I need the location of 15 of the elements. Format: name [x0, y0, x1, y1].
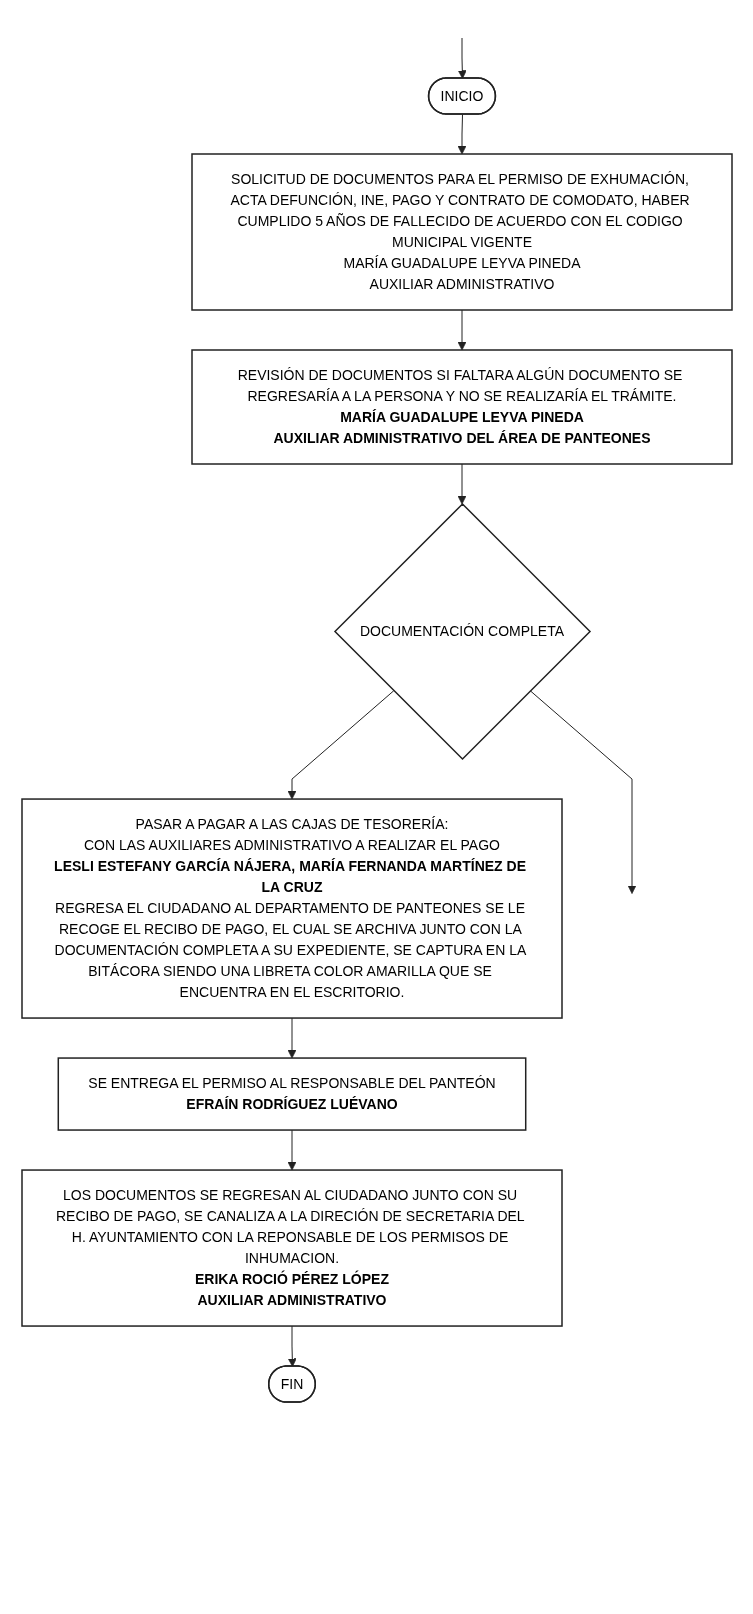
arrow [287, 1325, 297, 1367]
arrow [457, 114, 466, 155]
arrow [457, 37, 467, 79]
node-diamond: DOCUMENTACIÓN COMPLETA [333, 502, 591, 761]
node-box: SOLICITUD DE DOCUMENTOS PARA EL PERMISO DE EXHUMACIÓN, ACTA DEFUNCIÓN, INE, PAGO Y CONTRATO DE COMODATO, HABER CUMPLIDO 5 AÑOS DE FALLECIDO DE ACUERDO CON EL CODIGO MUNICIPAL VIGENTE MARÍA GUADALUPE LEYVA PINEDA AUXILIAR ADMINISTRATIVO [190, 153, 733, 311]
arrow [457, 309, 466, 351]
arrow [287, 690, 394, 800]
arrow [287, 1129, 296, 1171]
node-box: LOS DOCUMENTOS SE REGRESAN AL CIUDADANO JUNTO CON SU RECIBO DE PAGO, SE CANALIZA A LA DIRECIÓN DE SECRETARIA DEL H. AYUNTAMIENTO CON LA REPONSABLE DE LOS PERMISOS DE INHUMACION. ERIKA ROCIÓ PÉREZ LÓPEZ AUXILIAR ADMINISTRATIVO [20, 1169, 563, 1327]
arrow [529, 690, 636, 894]
node-box: PASAR A PAGAR A LAS CAJAS DE TESORERÍA: CON LAS AUXILIARES ADMINISTRATIVO A REALIZAR EL PAGO LESLI ESTEFANY GARCÍA NÁJERA, MARÍA FERNANDA MARTÍNEZ DE LA CRUZ REGRESA EL CIUDADANO AL DEPARTAMENTO DE PANTEONES SE LE RECOGE EL RECIBO DE PAGO, EL CUAL SE ARCHIVA JUNTO CON LA DOCUMENTACIÓN COMPLETA A SU EXPEDIENTE, SE CAPTURA EN LA BITÁCORA SIENDO UNA LIBRETA COLOR AMARILLA QUE SE ENCUENTRA EN EL ESCRITORIO. [20, 798, 563, 1019]
node-box: REVISIÓN DE DOCUMENTOS SI FALTARA ALGÚN DOCUMENTO SE REGRESARÍA A LA PERSONA Y NO SE REALIZARÍA EL TRÁMITE. MARÍA GUADALUPE LEYVA PINEDA AUXILIAR ADMINISTRATIVO DEL ÁREA DE PANTEONES [190, 349, 733, 465]
arrow [457, 463, 466, 505]
arrow [287, 1017, 296, 1059]
node-box: SE ENTREGA EL PERMISO AL RESPONSABLE DEL PANTEÓN EFRAÍN RODRÍGUEZ LUÉVANO [57, 1057, 526, 1131]
